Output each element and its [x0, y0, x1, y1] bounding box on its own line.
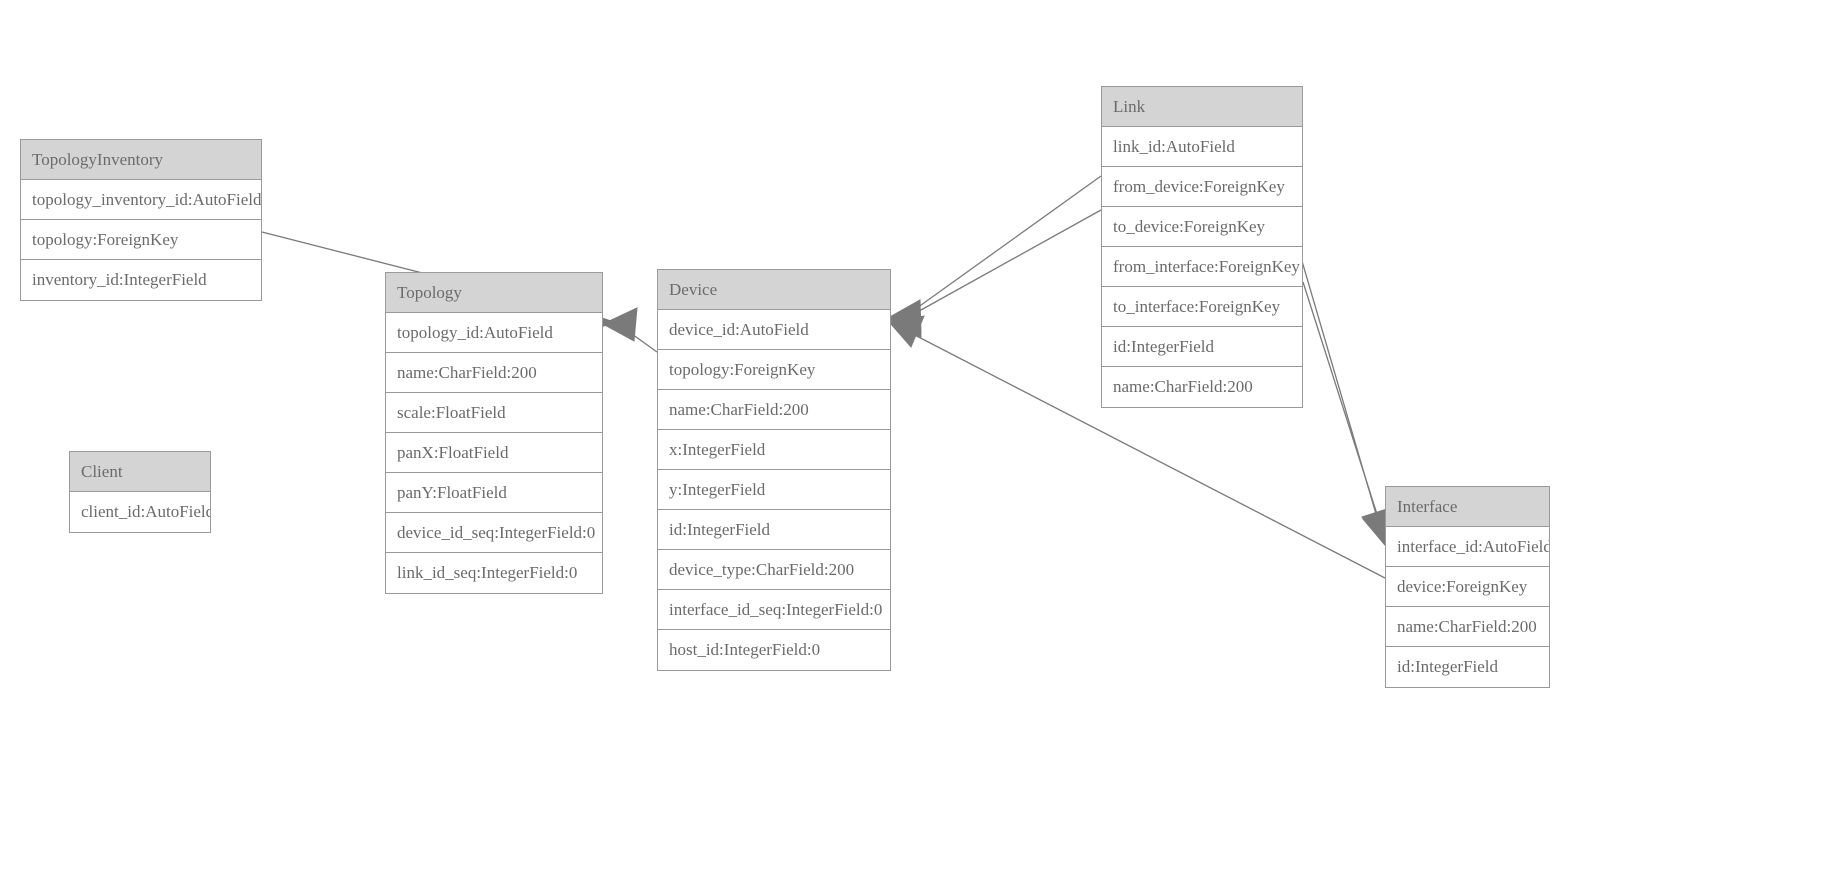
entity-link-field: name:CharField:200	[1102, 367, 1302, 407]
edge-link-to-device	[886, 209, 1102, 338]
entity-topology-field: panY:FloatField	[386, 473, 602, 513]
edge-arrowhead-icon	[886, 299, 922, 334]
edge-device-topology	[601, 307, 658, 353]
entity-client-title: Client	[70, 452, 210, 492]
entity-link-field: from_device:ForeignKey	[1102, 167, 1302, 207]
entity-interface-field: interface_id:AutoField	[1386, 527, 1549, 567]
entity-link-field: from_interface:ForeignKey	[1102, 247, 1302, 287]
entity-device-field: interface_id_seq:IntegerField:0	[658, 590, 890, 630]
entity-topology-field: scale:FloatField	[386, 393, 602, 433]
entity-link-field: link_id:AutoField	[1102, 127, 1302, 167]
entity-client-field: client_id:AutoField	[70, 492, 210, 532]
entity-device-field: y:IntegerField	[658, 470, 890, 510]
entity-interface-field: name:CharField:200	[1386, 607, 1549, 647]
entity-link-field: to_interface:ForeignKey	[1102, 287, 1302, 327]
edge-arrowhead-icon	[889, 315, 925, 348]
entity-topology-field: name:CharField:200	[386, 353, 602, 393]
entity-topology-field: link_id_seq:IntegerField:0	[386, 553, 602, 593]
edge-arrowhead-icon	[601, 307, 638, 342]
entity-interface-title: Interface	[1386, 487, 1549, 527]
entity-topologyinventory-field: inventory_id:IntegerField	[21, 260, 261, 300]
edge-arrowhead-icon	[886, 303, 922, 338]
entity-device-field: name:CharField:200	[658, 390, 890, 430]
entity-device-field: device_type:CharField:200	[658, 550, 890, 590]
entity-device-field: id:IntegerField	[658, 510, 890, 550]
entity-topology-field: device_id_seq:IntegerField:0	[386, 513, 602, 553]
entity-device-field: x:IntegerField	[658, 430, 890, 470]
entity-topologyinventory-field: topology_inventory_id:AutoField	[21, 180, 261, 220]
entity-interface-field: device:ForeignKey	[1386, 567, 1549, 607]
edge-link-to-interface	[1302, 281, 1395, 547]
edge-link-from-device	[886, 175, 1102, 334]
entity-device-title: Device	[658, 270, 890, 310]
entity-link-field: to_device:ForeignKey	[1102, 207, 1302, 247]
entity-link-title: Link	[1102, 87, 1302, 127]
entity-device-field: host_id:IntegerField:0	[658, 630, 890, 670]
entity-device-field: device_id:AutoField	[658, 310, 890, 350]
entity-topologyinventory-field: topology:ForeignKey	[21, 220, 261, 260]
entity-device-field: topology:ForeignKey	[658, 350, 890, 390]
entity-topology-title: Topology	[386, 273, 602, 313]
entity-topology-field: topology_id:AutoField	[386, 313, 602, 353]
entity-interface-field: id:IntegerField	[1386, 647, 1549, 687]
entity-link-field: id:IntegerField	[1102, 327, 1302, 367]
entity-topology-field: panX:FloatField	[386, 433, 602, 473]
entity-topologyinventory-title: TopologyInventory	[21, 140, 261, 180]
edge-link-from-interface	[1296, 243, 1394, 547]
